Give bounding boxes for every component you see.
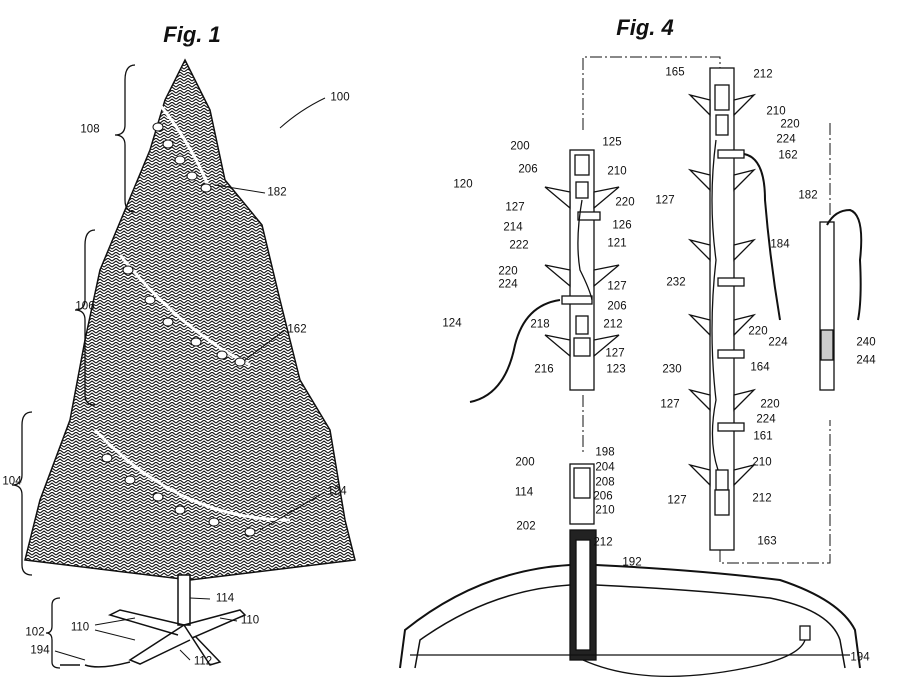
reference-numeral: 163 [757,536,776,548]
lower-pole-section [400,464,860,676]
reference-numeral: 218 [530,319,549,331]
reference-numeral: 200 [510,141,529,153]
reference-numeral: 123 [606,364,625,376]
reference-numeral: 210 [607,166,626,178]
reference-numeral: 212 [753,69,772,81]
reference-numeral: 114 [216,593,234,605]
reference-numeral: 230 [662,364,681,376]
reference-numeral: 220 [615,197,634,209]
reference-numeral: 216 [534,364,553,376]
reference-numeral: 194 [30,645,49,657]
reference-numeral: 120 [453,179,472,191]
reference-numeral: 184 [770,239,789,251]
reference-numeral: 220 [780,119,799,131]
reference-numeral: 198 [595,447,614,459]
reference-numeral: 224 [498,279,517,291]
reference-numeral: 206 [607,301,626,313]
reference-numeral: 124 [442,318,461,330]
reference-numeral: 108 [80,124,99,136]
reference-numeral: 220 [498,266,517,278]
reference-numeral: 212 [752,493,771,505]
reference-numeral: 240 [856,337,875,349]
reference-numeral: 110 [241,615,259,627]
reference-numeral: 102 [25,627,44,639]
reference-numeral: 224 [768,337,787,349]
reference-numeral: 224 [776,134,795,146]
reference-numeral: 162 [778,150,797,162]
reference-numeral: 210 [752,457,771,469]
reference-numeral: 124 [327,486,346,498]
reference-numeral: 127 [660,399,679,411]
reference-numeral: 127 [607,281,626,293]
reference-numeral: 210 [766,106,785,118]
reference-numeral: 161 [753,431,772,443]
reference-numeral: 126 [612,220,631,232]
reference-numeral: 114 [515,487,533,499]
reference-numeral: 204 [595,462,614,474]
reference-numeral: 222 [509,240,528,252]
reference-numeral: 232 [666,277,685,289]
reference-numeral: 104 [2,476,21,488]
reference-numeral: 164 [750,362,769,374]
reference-numeral: 121 [607,238,626,250]
reference-numeral: 220 [760,399,779,411]
reference-numeral: 206 [593,491,612,503]
reference-numeral: 194 [850,652,869,664]
reference-numeral: 127 [605,348,624,360]
reference-numeral: 182 [798,190,817,202]
reference-numeral: 165 [665,67,684,79]
reference-numeral: 162 [287,324,306,336]
christmas-tree [25,60,355,580]
reference-numeral: 110 [71,622,89,634]
reference-numeral: 192 [622,557,641,569]
figure-4-title: Fig. 4 [616,15,673,41]
reference-numeral: 244 [856,355,875,367]
reference-numeral: 202 [516,521,535,533]
reference-numeral: 214 [503,222,522,234]
figure-1-title: Fig. 1 [163,22,220,48]
reference-numeral: 106 [75,301,94,313]
reference-numeral: 100 [330,92,349,104]
reference-numeral: 182 [267,187,286,199]
reference-numeral: 127 [655,195,674,207]
reference-numeral: 127 [667,495,686,507]
reference-numeral: 112 [194,656,212,668]
reference-numeral: 125 [602,137,621,149]
reference-numeral: 200 [515,457,534,469]
reference-numeral: 127 [505,202,524,214]
reference-numeral: 208 [595,477,614,489]
reference-numeral: 212 [593,537,612,549]
reference-numeral: 210 [595,505,614,517]
reference-numeral: 212 [603,319,622,331]
reference-numeral: 206 [518,164,537,176]
reference-numeral: 224 [756,414,775,426]
reference-numeral: 220 [748,326,767,338]
